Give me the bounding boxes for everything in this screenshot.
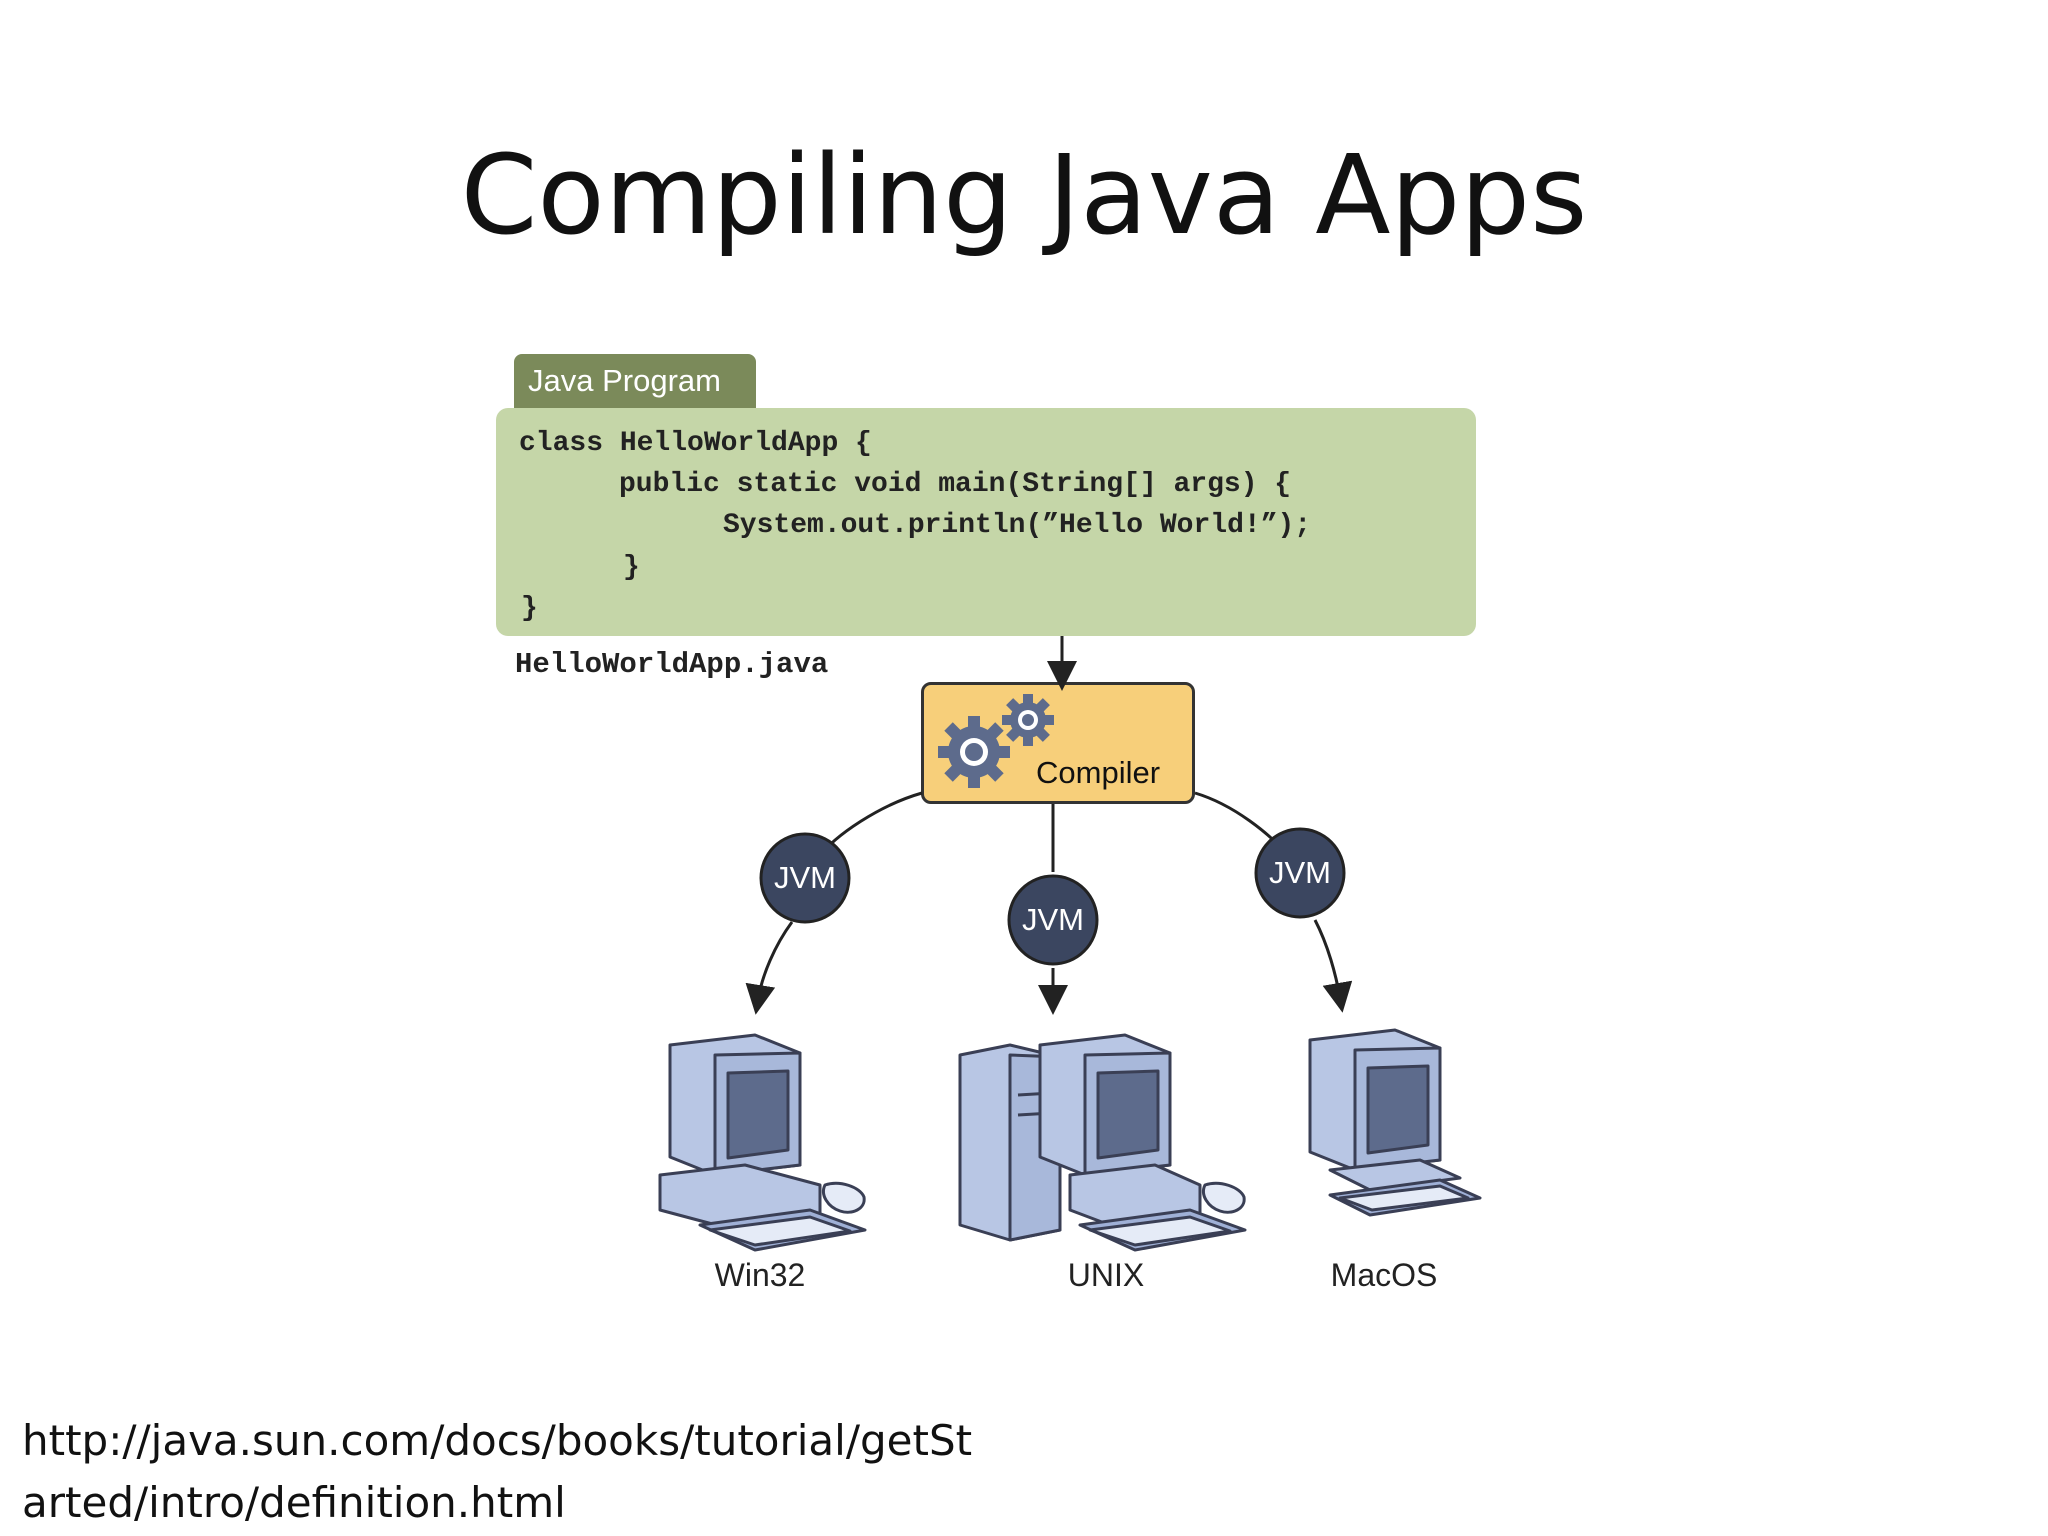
arrow-to-win32 <box>745 921 794 1015</box>
slide-title: Compiling Java Apps <box>460 131 1588 259</box>
source-url-line: http://java.sun.com/docs/books/tutorial/… <box>22 1416 973 1465</box>
jvm-label-middle: JVM <box>1022 902 1084 937</box>
java-program-tab: Java Program <box>514 354 756 408</box>
code-line: class HelloWorldApp { <box>519 428 872 459</box>
java-program-code-box <box>496 408 1476 636</box>
compiler-label: Compiler <box>1036 755 1161 790</box>
arrow-to-macos <box>1313 919 1353 1013</box>
jvm-circle-middle <box>1007 874 1099 966</box>
source-url-line: arted/intro/definition.html <box>22 1478 566 1527</box>
source-url: http://java.sun.com/docs/books/tutorial/… <box>22 1410 1022 1534</box>
code-line: public static void main(String[] args) { <box>619 469 1292 500</box>
platform-label-macos: MacOS <box>1330 1257 1438 1293</box>
code-line: } <box>521 593 538 624</box>
code-line: } <box>623 552 640 583</box>
jvm-circle-left <box>759 832 851 924</box>
jvm-label-right: JVM <box>1269 855 1331 890</box>
jvm-label-left: JVM <box>774 860 836 895</box>
workstation-computer-icon <box>958 1033 1247 1252</box>
platform-label-unix: UNIX <box>1067 1257 1145 1293</box>
platform-label-win32: Win32 <box>714 1257 806 1293</box>
desktop-computer-icon <box>658 1033 867 1252</box>
source-file-name: HelloWorldApp.java <box>515 648 829 681</box>
gears-icon <box>938 694 1054 788</box>
jvm-circle-right <box>1254 827 1346 919</box>
code-line: System.out.println(”Hello World!”); <box>723 510 1312 541</box>
desktop-computer-icon <box>1308 1028 1482 1217</box>
